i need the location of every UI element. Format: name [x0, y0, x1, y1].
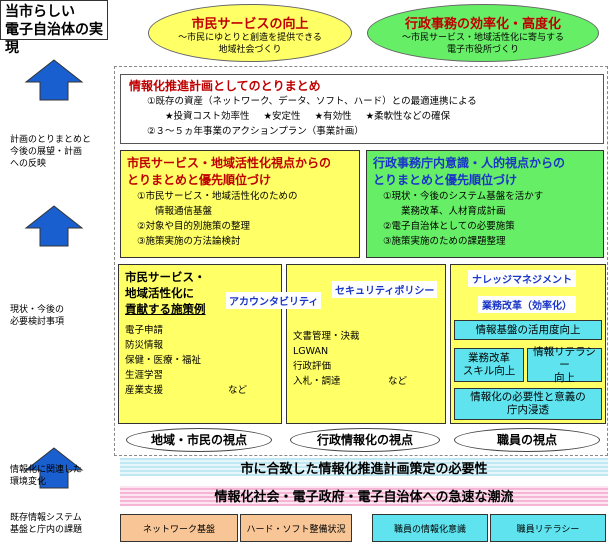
measures-column-citizen: 市民サービス・ 地域活性化に 貢献する施策例 電子申請 防災情報 保健・医療・福…: [118, 264, 282, 424]
up-arrow-icon: [24, 59, 84, 101]
viewpoint-citizen: 地域・市民の視点: [126, 428, 272, 452]
literacy-box: 情報リテラシー 向上: [527, 346, 602, 384]
keyword-accountability: アカウンタビリティ: [226, 292, 322, 309]
up-arrow-icon: [24, 447, 84, 489]
side-label-environment: 情報化に関連した 環境変化: [10, 465, 83, 487]
goal-admin-efficiency: 行政事務の効率化・高度化 ～市民サービス・地域活性化に寄与する 電子市役所づくり: [367, 4, 599, 62]
business-reform-skill-box: 業務改革 スキル向上: [454, 348, 524, 382]
trend-band: 情報化社会・電子政府・電子自治体への急速な潮流: [120, 486, 608, 506]
need-band: 市に合致した情報化推進計画策定の必要性: [120, 458, 608, 477]
staff-literacy-box: 職員リテラシー: [490, 514, 606, 542]
side-label-plan: 計画のとりまとめと 今後の展望・計画 への反映: [10, 135, 92, 169]
goal-citizen-service: 市民サービスの向上 ～市民にゆとりと創造を提供できる 地域社会づくり: [148, 4, 352, 62]
necessity-box: 情報化の必要性と意義の 庁内浸透: [454, 388, 602, 420]
summary-box: 情報化推進計画としてのとりまとめ ①既存の資産（ネットワーク、データ、ソフト、ハ…: [120, 74, 604, 144]
priority-admin-box: 行政事務庁内意識・人的視点からの とりまとめと優先順位づけ ①現状・今後のシステ…: [366, 150, 604, 258]
staff-awareness-box: 職員の情報化意識: [372, 514, 488, 542]
central-frame: [114, 66, 608, 456]
keyword-security-policy: セキュリティポリシー: [332, 281, 438, 298]
network-infra-box: ネットワーク基盤: [120, 514, 238, 542]
diagram-title: 当市らしい 電子自治体の実現: [0, 0, 108, 56]
hardware-software-box: ハード・ソフト整備状況: [240, 514, 352, 542]
side-label-existing: 既存情報システム 基盤と庁内の課題: [10, 513, 83, 535]
keyword-knowledge-management: ナレッジマネジメント: [468, 270, 576, 287]
viewpoint-admin: 行政情報化の視点: [290, 428, 440, 452]
priority-citizen-box: 市民サービス・地域活性化視点からの とりまとめと優先順位づけ ①市民サービス・地…: [120, 150, 360, 258]
viewpoint-staff: 職員の視点: [454, 428, 600, 452]
side-label-current: 現状・今後の 必要検討事項: [10, 305, 65, 327]
infra-utilization-box: 情報基盤の活用度向上: [454, 320, 602, 340]
keyword-business-reform: 業務改革（効率化）: [478, 296, 576, 313]
up-arrow-icon: [24, 205, 84, 247]
